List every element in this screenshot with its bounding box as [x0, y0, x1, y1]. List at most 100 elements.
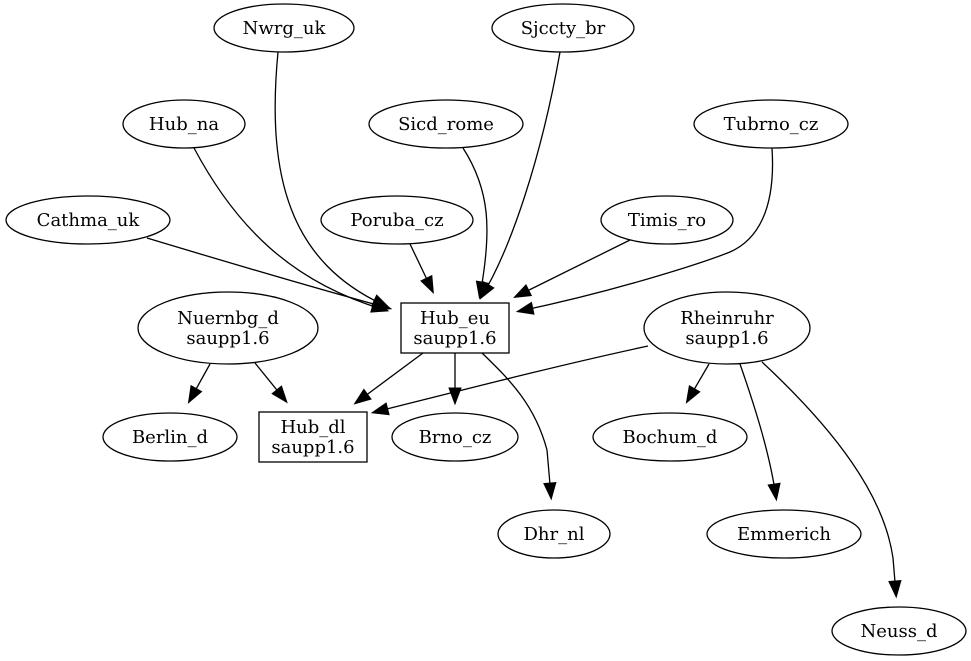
arrowhead-icon — [515, 301, 535, 315]
node-label: Nwrg_uk — [243, 18, 327, 39]
node-label: Sicd_rome — [398, 114, 494, 135]
edge-hub_eu-to-dhr_nl — [481, 352, 557, 501]
node-timis_ro[interactable]: Timis_ro — [600, 195, 734, 245]
edge-poruba_cz-to-hub_eu — [409, 243, 434, 294]
edge-line — [516, 239, 631, 297]
node-ellipse[interactable] — [831, 606, 967, 656]
node-label: saupp1.6 — [413, 328, 496, 349]
edge-line — [519, 147, 774, 312]
node-ellipse[interactable] — [600, 195, 734, 245]
node-ellipse[interactable] — [122, 99, 246, 149]
node-berlin_d[interactable]: Berlin_d — [102, 412, 238, 462]
node-label: Neuss_d — [861, 621, 938, 642]
arrowhead-icon — [187, 384, 203, 404]
node-label: Berlin_d — [132, 427, 208, 448]
node-label: Rheinruhr — [680, 308, 774, 329]
node-hub_na[interactable]: Hub_na — [122, 99, 246, 149]
node-label: Timis_ro — [628, 210, 706, 231]
arrowhead-icon — [767, 482, 781, 502]
edge-line — [274, 51, 387, 307]
node-label: Hub_eu — [420, 308, 490, 329]
arrowhead-icon — [271, 385, 288, 404]
node-box[interactable] — [258, 411, 368, 463]
node-nwrg_uk[interactable]: Nwrg_uk — [213, 3, 355, 53]
edge-cathma_uk-to-hub_eu — [146, 237, 393, 311]
arrowhead-icon — [420, 274, 434, 294]
node-label: Brno_cz — [419, 427, 492, 448]
edge-rheinruhr-to-emmerich — [739, 363, 781, 502]
node-ellipse[interactable] — [497, 509, 611, 559]
node-poruba_cz[interactable]: Poruba_cz — [320, 195, 474, 245]
arrowhead-icon — [475, 280, 490, 300]
node-label: Hub_dl — [280, 417, 345, 438]
node-label: Cathma_uk — [37, 210, 141, 231]
arrowhead-icon — [513, 283, 533, 298]
node-dhr_nl[interactable]: Dhr_nl — [497, 509, 611, 559]
edge-nuernbg_d-to-hub_dl — [254, 362, 288, 404]
node-label: Nuernbg_d — [177, 308, 279, 329]
edge-hub_eu-to-hub_dl — [353, 352, 424, 405]
node-emmerich[interactable]: Emmerich — [706, 509, 862, 559]
arrowhead-icon — [888, 579, 902, 599]
arrowhead-icon — [373, 297, 393, 311]
node-ellipse[interactable] — [693, 99, 849, 149]
node-ellipse[interactable] — [213, 3, 355, 53]
edges — [146, 51, 902, 599]
edge-rheinruhr-to-bochum_d — [685, 363, 710, 404]
edge-line — [739, 363, 777, 498]
edge-hub_eu-to-brno_cz — [448, 353, 462, 406]
node-cathma_uk[interactable]: Cathma_uk — [5, 195, 171, 245]
edge-line — [761, 361, 897, 595]
edge-line — [462, 147, 488, 296]
node-label: Emmerich — [737, 524, 831, 545]
arrowhead-icon — [353, 388, 372, 405]
arrowhead-icon — [685, 384, 701, 404]
node-ellipse[interactable] — [391, 412, 519, 462]
node-ellipse[interactable] — [137, 291, 319, 365]
node-ellipse[interactable] — [320, 195, 474, 245]
edge-rheinruhr-to-hub_dl — [370, 345, 649, 416]
edge-sjccty_br-to-hub_eu — [479, 51, 561, 300]
node-label: saupp1.6 — [685, 328, 768, 349]
node-ellipse[interactable] — [5, 195, 171, 245]
node-label: Tubrno_cz — [724, 114, 819, 135]
node-brno_cz[interactable]: Brno_cz — [391, 412, 519, 462]
node-label: saupp1.6 — [186, 328, 269, 349]
edge-nuernbg_d-to-berlin_d — [187, 363, 211, 404]
edge-line — [481, 51, 561, 297]
node-label: Poruba_cz — [350, 210, 443, 231]
edge-rheinruhr-to-neuss_d — [761, 361, 902, 599]
node-label: Sjccty_br — [521, 18, 606, 39]
node-ellipse[interactable] — [102, 412, 238, 462]
node-ellipse[interactable] — [368, 99, 524, 149]
node-ellipse[interactable] — [643, 291, 811, 365]
node-ellipse[interactable] — [592, 412, 748, 462]
edge-sicd_rome-to-hub_eu — [462, 147, 490, 300]
arrowhead-icon — [370, 402, 390, 416]
edge-line — [146, 237, 389, 309]
arrowhead-icon — [543, 481, 557, 501]
node-tubrno_cz[interactable]: Tubrno_cz — [693, 99, 849, 149]
edge-timis_ro-to-hub_eu — [513, 239, 631, 298]
node-label: saupp1.6 — [271, 437, 354, 458]
edge-line — [374, 345, 649, 413]
node-ellipse[interactable] — [706, 509, 862, 559]
node-sjccty_br[interactable]: Sjccty_br — [491, 3, 635, 53]
node-neuss_d[interactable]: Neuss_d — [831, 606, 967, 656]
edge-line — [481, 352, 552, 497]
node-label: Dhr_nl — [524, 524, 585, 545]
edge-line — [356, 352, 424, 403]
node-label: Bochum_d — [623, 427, 718, 448]
node-box[interactable] — [400, 302, 510, 354]
edge-tubrno_cz-to-hub_eu — [515, 147, 774, 315]
node-bochum_d[interactable]: Bochum_d — [592, 412, 748, 462]
node-ellipse[interactable] — [491, 3, 635, 53]
node-sicd_rome[interactable]: Sicd_rome — [368, 99, 524, 149]
node-label: Hub_na — [149, 114, 219, 135]
